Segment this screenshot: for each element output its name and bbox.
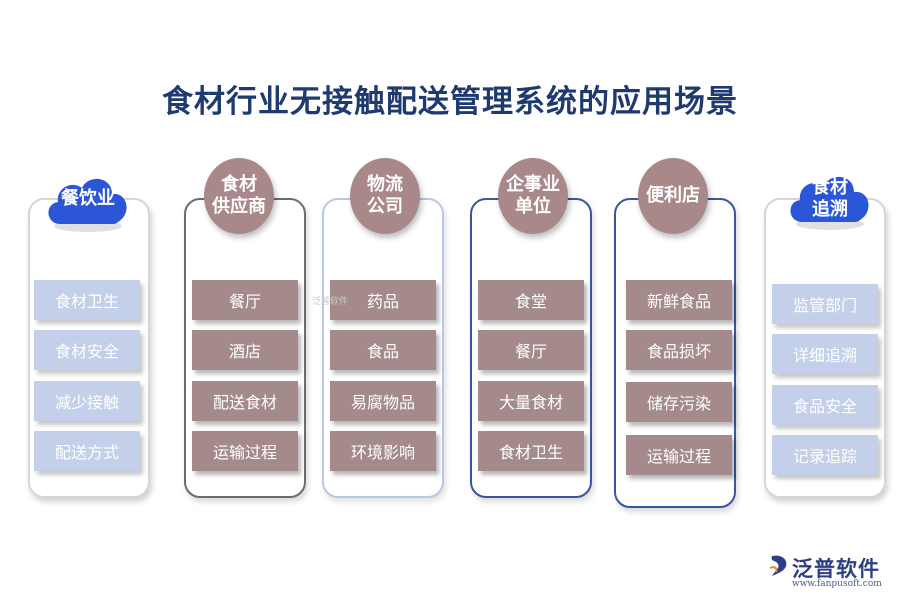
list-item: 运输过程: [626, 435, 732, 475]
list-item: 大量食材: [478, 381, 584, 421]
list-item: 食材卫生: [34, 280, 140, 320]
column-logistics: 物流公司 药品 食品 易腐物品 环境影响: [322, 150, 452, 510]
column-heading: 食材供应商: [204, 158, 274, 234]
list-item: 详细追溯: [772, 334, 878, 374]
list-item: 新鲜食品: [626, 280, 732, 320]
list-item: 酒店: [192, 330, 298, 370]
list-item: 食堂: [478, 280, 584, 320]
column-heading: 便利店: [638, 158, 708, 234]
list-item: 环境影响: [330, 431, 436, 471]
list-item: 食品安全: [772, 385, 878, 425]
brand-name: 泛普软件: [792, 557, 880, 581]
column-heading: 食材追溯: [812, 177, 848, 220]
column-catering: 餐饮业 食材卫生 食材安全 减少接触 配送方式: [28, 150, 158, 510]
column-supplier: 食材供应商 餐厅 酒店 配送食材 运输过程: [184, 150, 314, 510]
brand-url: www.fanpusoft.com: [792, 579, 882, 589]
list-item: 储存污染: [626, 382, 732, 422]
list-item: 配送食材: [192, 381, 298, 421]
column-heading: 企事业单位: [498, 158, 568, 234]
cloud-icon: 食材追溯: [782, 164, 878, 234]
list-item: 药品: [330, 280, 436, 320]
cloud-icon: 餐饮业: [40, 168, 136, 238]
column-convenience-store: 便利店 新鲜食品 食品损坏 储存污染 运输过程: [614, 150, 744, 510]
column-heading: 餐饮业: [61, 188, 115, 209]
list-item: 配送方式: [34, 431, 140, 471]
list-item: 食材卫生: [478, 431, 584, 471]
page-title: 食材行业无接触配送管理系统的应用场景: [162, 84, 738, 120]
list-item: 餐厅: [478, 330, 584, 370]
brand-logo: 泛普软件 www.fanpusoft.com: [768, 550, 893, 592]
list-item: 食品: [330, 330, 436, 370]
list-item: 监管部门: [772, 284, 878, 324]
list-item: 记录追踪: [772, 435, 878, 475]
list-item: 食材安全: [34, 330, 140, 370]
watermark: 泛普软件: [312, 296, 349, 306]
list-item: 餐厅: [192, 280, 298, 320]
list-item: 减少接触: [34, 381, 140, 421]
list-item: 运输过程: [192, 431, 298, 471]
column-traceability: 食材追溯 监管部门 详细追溯 食品安全 记录追踪: [764, 150, 894, 510]
list-item: 易腐物品: [330, 381, 436, 421]
fanpu-logo-icon: [768, 554, 790, 582]
column-heading: 物流公司: [350, 158, 420, 234]
list-item: 食品损坏: [626, 330, 732, 370]
column-enterprise: 企事业单位 食堂 餐厅 大量食材 食材卫生: [470, 150, 600, 510]
